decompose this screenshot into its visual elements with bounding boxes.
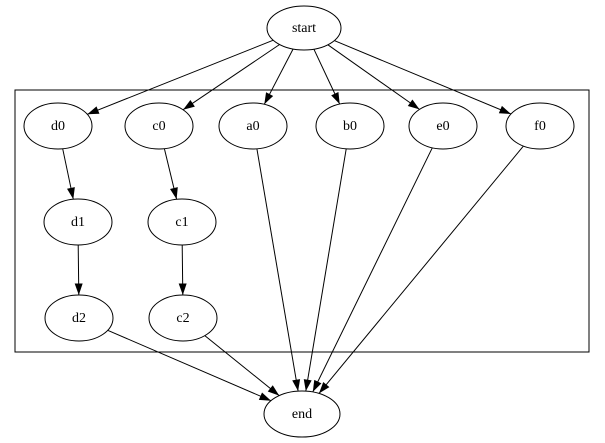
edge-d2-end	[107, 329, 272, 402]
edges-layer	[62, 39, 524, 402]
node-label-c0: c0	[152, 119, 165, 134]
node-e0: e0	[408, 102, 478, 150]
node-c1: c1	[147, 198, 217, 246]
node-label-e0: e0	[436, 119, 449, 134]
edge-start-d0	[87, 39, 274, 115]
edge-c2-end	[204, 335, 280, 396]
edge-start-b0	[313, 48, 341, 105]
edge-c0-c1	[163, 148, 178, 200]
node-label-d2: d2	[72, 311, 86, 326]
node-a0: a0	[218, 102, 288, 150]
node-f0: f0	[505, 102, 575, 150]
node-d1: d1	[43, 198, 113, 246]
node-shape-f0	[505, 102, 575, 150]
node-shape-a0	[218, 102, 288, 150]
node-shape-e0	[408, 102, 478, 150]
edge-f0-end	[318, 145, 524, 394]
node-start: start	[266, 5, 342, 51]
edge-c1-c2	[178, 244, 187, 296]
edge-d1-d2	[74, 244, 83, 296]
node-label-f0: f0	[534, 119, 546, 134]
node-label-b0: b0	[343, 119, 357, 134]
node-b0: b0	[315, 102, 385, 150]
edge-b0-end	[303, 148, 347, 392]
node-label-c2: c2	[176, 311, 189, 326]
node-shape-d1	[43, 198, 113, 246]
node-label-c1: c1	[175, 215, 188, 230]
nodes-layer: start d0 c0 a0 b0 e0 f0 d1 c1 d2 c2 end	[23, 5, 575, 438]
node-shape-d0	[23, 102, 93, 150]
node-d0: d0	[23, 102, 93, 150]
node-end: end	[263, 390, 341, 438]
node-c0: c0	[124, 102, 194, 150]
node-label-d1: d1	[71, 215, 85, 230]
node-shape-d2	[44, 294, 114, 342]
node-label-start: start	[292, 21, 316, 36]
node-label-end: end	[292, 407, 312, 422]
cluster-box	[14, 89, 590, 353]
node-shape-c2	[148, 294, 218, 342]
node-label-a0: a0	[246, 119, 259, 134]
edge-e0-end	[312, 147, 433, 393]
edge-start-c0	[182, 44, 280, 111]
edge-start-a0	[263, 48, 294, 105]
edge-d0-d1	[62, 148, 75, 200]
node-shape-c0	[124, 102, 194, 150]
edge-a0-end	[256, 148, 301, 392]
edge-start-e0	[327, 44, 420, 110]
node-d2: d2	[44, 294, 114, 342]
node-shape-c1	[147, 198, 217, 246]
edge-start-f0	[334, 40, 512, 115]
node-shape-end	[263, 390, 341, 438]
node-shape-b0	[315, 102, 385, 150]
node-label-d0: d0	[51, 119, 65, 134]
node-c2: c2	[148, 294, 218, 342]
node-shape-start	[266, 5, 342, 51]
